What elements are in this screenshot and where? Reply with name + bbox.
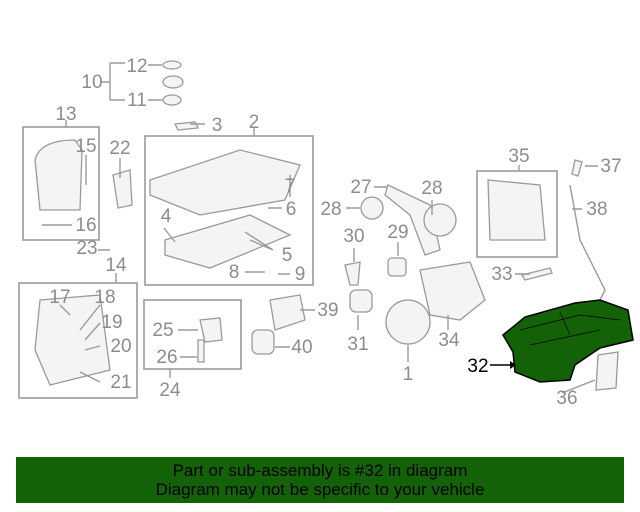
part-28-pulley: [360, 196, 384, 220]
part-4-gasket: [164, 214, 292, 269]
callout-20[interactable]: 20: [110, 336, 131, 357]
part-33: [520, 267, 553, 281]
oil-pan-part-32: [502, 299, 634, 383]
callout-30[interactable]: 30: [343, 226, 364, 247]
box-13: [22, 126, 100, 241]
callout-13[interactable]: 13: [55, 104, 76, 125]
callout-31[interactable]: 31: [347, 334, 368, 355]
callout-17[interactable]: 17: [49, 287, 70, 308]
callout-6[interactable]: 6: [286, 199, 297, 220]
callout-33[interactable]: 33: [491, 264, 512, 285]
part-28-tensioner: [423, 203, 457, 237]
callout-8[interactable]: 8: [229, 262, 240, 283]
part-11: [162, 94, 182, 106]
callout-37[interactable]: 37: [600, 156, 621, 177]
callout-22[interactable]: 22: [109, 138, 130, 159]
oil-pan-detail: [519, 311, 621, 346]
callout-28[interactable]: 28: [421, 178, 442, 199]
callout-14[interactable]: 14: [105, 255, 127, 276]
callout-10[interactable]: 10: [81, 72, 102, 93]
callout-5[interactable]: 5: [282, 245, 293, 266]
part-26: [197, 339, 205, 363]
callout-35[interactable]: 35: [508, 146, 529, 167]
part-22: [112, 169, 133, 209]
part-14-cover: [34, 294, 111, 386]
banner-line-2: Diagram may not be specific to your vehi…: [155, 480, 485, 499]
callout-39[interactable]: 39: [317, 300, 338, 321]
box-2: [144, 135, 314, 286]
callout-36[interactable]: 36: [556, 388, 577, 409]
callout-15[interactable]: 15: [75, 136, 96, 157]
callout-34[interactable]: 34: [438, 330, 460, 351]
callout-18[interactable]: 18: [94, 287, 115, 308]
callout-29[interactable]: 29: [387, 222, 408, 243]
leader-lines: [42, 64, 598, 394]
part-40: [251, 329, 275, 355]
part-25: [199, 317, 223, 343]
part-10: [162, 75, 184, 89]
part-13-cover: [34, 139, 83, 211]
callout-labels: 1 2 3 4 5 6 7 8 9 10 11 12 13 14 15 16 1…: [49, 56, 621, 409]
part-2-valve-cover: [149, 149, 301, 216]
callout-19[interactable]: 19: [101, 312, 122, 333]
banner-line-1: Part or sub-assembly is #32 in diagram: [172, 461, 468, 480]
callout-7[interactable]: 7: [285, 176, 296, 197]
box-24: [143, 299, 242, 370]
part-39: [269, 294, 306, 331]
part-36-filter: [595, 351, 619, 391]
info-banner: Part or sub-assembly is #32 in diagram D…: [16, 457, 624, 503]
oil-pan[interactable]: [502, 299, 634, 383]
callout-25[interactable]: 25: [152, 320, 173, 341]
part-34-pump: [419, 261, 486, 321]
part-3: [173, 121, 200, 131]
callout-16[interactable]: 16: [75, 215, 96, 236]
part-30: [344, 261, 361, 286]
callout-2[interactable]: 2: [249, 112, 260, 133]
callout-40[interactable]: 40: [291, 337, 312, 358]
callout-27[interactable]: 27: [350, 177, 371, 198]
callout-28b[interactable]: 28: [320, 199, 341, 220]
callout-9[interactable]: 9: [295, 264, 306, 285]
callout-23[interactable]: 23: [76, 238, 97, 259]
callout-38[interactable]: 38: [586, 199, 607, 220]
part-12: [162, 60, 182, 70]
callout-4[interactable]: 4: [161, 206, 172, 227]
part-29: [387, 257, 407, 277]
part-27-belt: [384, 184, 441, 256]
box-14: [18, 282, 138, 399]
box-35: [476, 170, 558, 258]
callout-3[interactable]: 3: [212, 115, 223, 136]
callout-12[interactable]: 12: [126, 56, 147, 77]
part-37: [571, 159, 583, 177]
callout-1[interactable]: 1: [403, 364, 414, 385]
callout-26[interactable]: 26: [156, 347, 177, 368]
part-31: [349, 289, 373, 313]
callout-32[interactable]: 32: [467, 356, 488, 377]
parts-drawings: [34, 60, 619, 391]
part-38-dipstick: [569, 184, 606, 301]
group-boxes: [18, 126, 558, 399]
callout-11[interactable]: 11: [127, 90, 147, 111]
callout-21[interactable]: 21: [110, 372, 131, 393]
bracket-10: [100, 62, 125, 101]
callout-24[interactable]: 24: [159, 380, 181, 401]
part-35: [487, 179, 546, 241]
part-1-pulley: [385, 299, 431, 345]
